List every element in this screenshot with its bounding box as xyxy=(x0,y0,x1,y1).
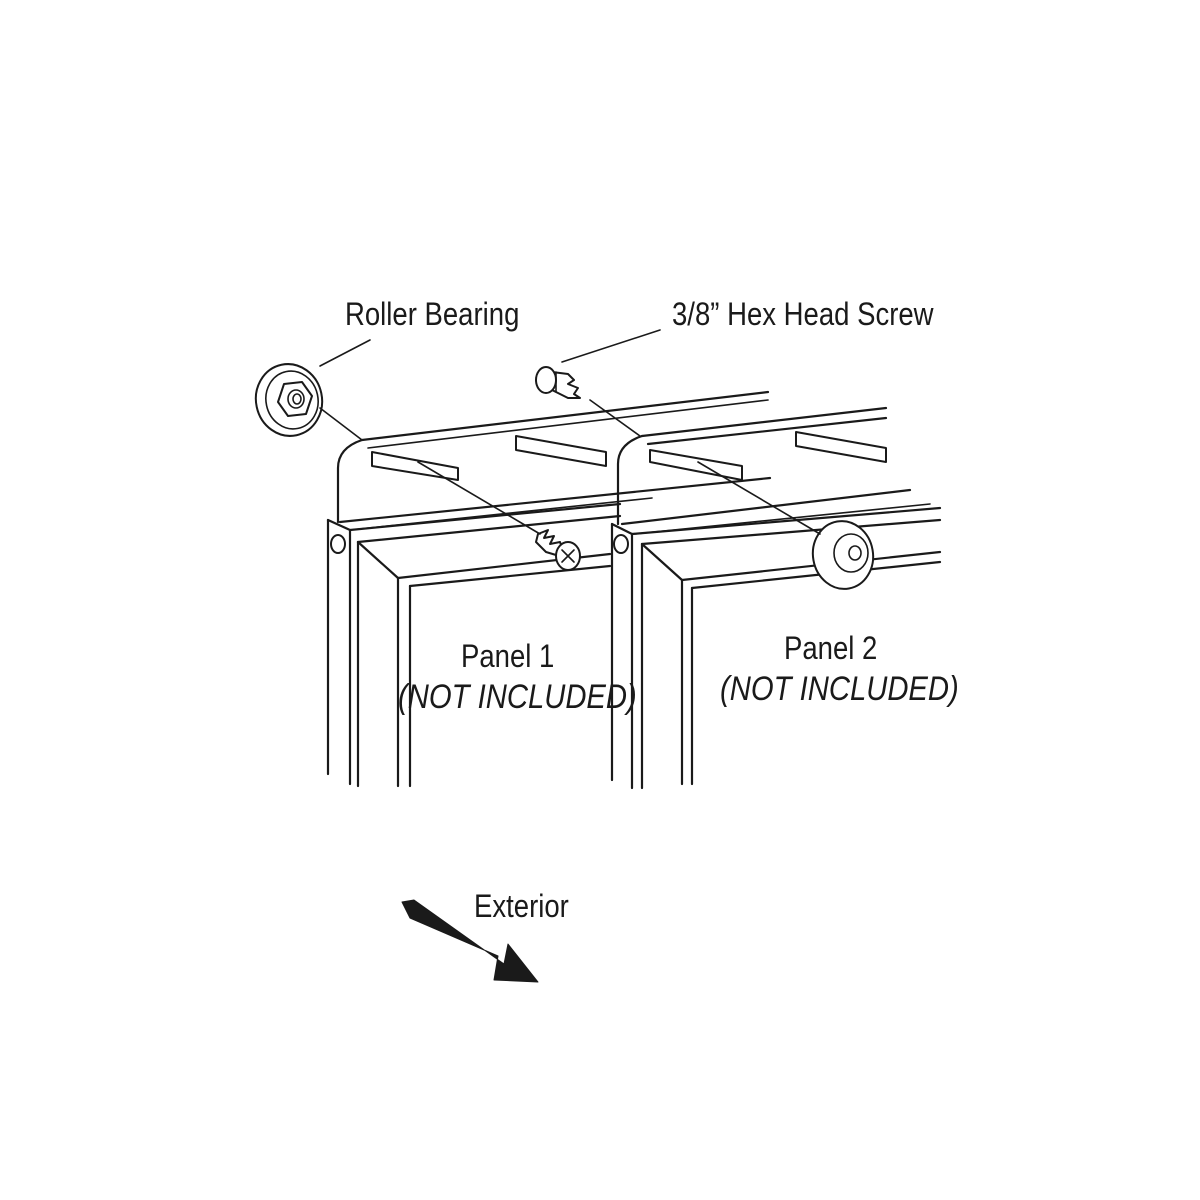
panel-1-frame-opening-top-2 xyxy=(408,564,612,588)
roller-bearing-inner-ring xyxy=(265,370,319,430)
panel-1-header-front-edge xyxy=(338,476,772,524)
leader-hex-screw-label xyxy=(561,329,661,363)
panel-2-frame-opening-top-2 xyxy=(690,560,942,590)
hex-screw-bottom xyxy=(535,529,581,571)
panel-2-header-front-edge xyxy=(620,488,912,526)
panel-1-hinge-circle xyxy=(330,534,346,554)
panel-1-frame-diag xyxy=(356,540,400,580)
panel-2-slot-right xyxy=(795,431,887,463)
leader-slot-to-mounted-bearing xyxy=(697,461,821,535)
screw-cross-icon xyxy=(561,549,575,563)
panel-1-header-back-edge xyxy=(360,390,770,442)
panel-2-title: Panel 2 xyxy=(784,630,878,666)
leader-roller-bearing-to-panel xyxy=(319,407,363,441)
panel-2-frame-diag xyxy=(640,542,684,582)
hex-screw-label: 3/8” Hex Head Screw xyxy=(672,296,934,332)
leader-hex-screw-to-panel xyxy=(589,399,641,437)
panel-1-rail-line xyxy=(367,399,769,449)
panel-1-slot-right xyxy=(515,435,607,467)
panel-1 xyxy=(326,390,772,788)
panel-1-note: (NOT INCLUDED) xyxy=(398,678,637,716)
mounted-bearing-inner-ring xyxy=(833,533,869,573)
leader-roller-bearing-label xyxy=(319,339,371,367)
exterior-label: Exterior xyxy=(474,888,569,924)
roller-bearing-label: Roller Bearing xyxy=(345,296,520,332)
hex-nut-icon xyxy=(277,381,313,417)
panel-2-frame-top-edge xyxy=(630,506,942,536)
panel-2-header-side xyxy=(616,434,644,526)
leader-slot-to-bottom-screw xyxy=(417,461,541,535)
panel-2-frame-top xyxy=(610,522,634,536)
panel-1-slot-left xyxy=(371,451,459,481)
hex-screw-top-head xyxy=(535,366,557,394)
panel-2-note: (NOT INCLUDED) xyxy=(720,670,959,708)
panel-1-frame-top-edge xyxy=(348,502,622,532)
exterior-arrow-icon xyxy=(401,899,539,983)
panel-1-frame-top-inner xyxy=(356,514,622,544)
panel-1-frame-top xyxy=(326,518,352,786)
panel-2-header-back-edge xyxy=(640,406,888,438)
hex-screw-top-thread xyxy=(551,371,581,399)
panel-1-header-side xyxy=(336,438,364,524)
hex-nut-bore xyxy=(287,389,305,409)
roller-bearing-mounted xyxy=(811,520,875,590)
roller-bearing-top xyxy=(254,363,324,437)
hex-screw-top xyxy=(535,366,581,399)
panel-2-frame-opening-top xyxy=(680,550,942,582)
panel-1-title: Panel 1 xyxy=(461,638,555,674)
panel-2-slot-left xyxy=(649,449,743,481)
panel-2 xyxy=(610,406,942,790)
mounted-bearing-outer-ring xyxy=(811,520,875,590)
panel-2-hinge-circle xyxy=(613,534,629,554)
panel-2-frame-top-inner xyxy=(640,518,942,546)
panel-2-header-back-edge-2 xyxy=(646,416,888,446)
hex-nut-bore-inner xyxy=(292,393,302,405)
mounted-bearing-bore xyxy=(848,545,862,561)
